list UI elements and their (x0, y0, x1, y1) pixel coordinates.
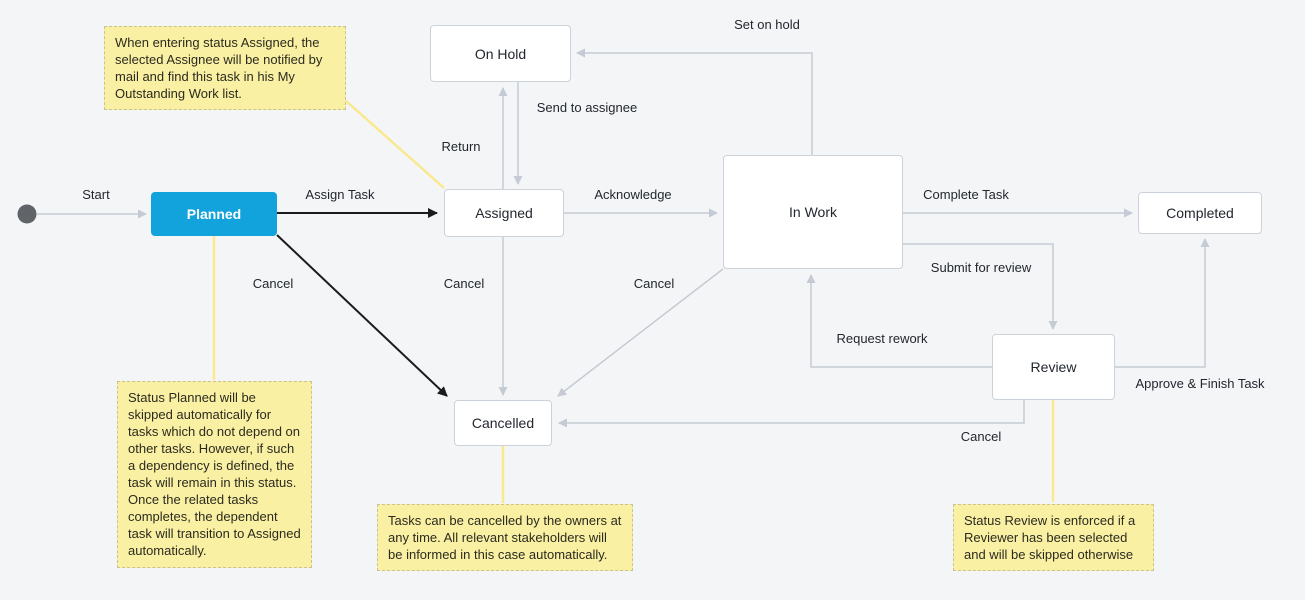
edge-approve-finish-task (1115, 238, 1210, 368)
note-cancelled[interactable]: Tasks can be cancelled by the owners at … (377, 504, 633, 571)
note-planned[interactable]: Status Planned will be skipped automatic… (117, 381, 312, 568)
edge-label-send-to-assignee: Send to assignee (536, 100, 638, 115)
node-review-label: Review (1030, 359, 1077, 375)
edge-set-on-hold (576, 48, 813, 155)
node-review[interactable]: Review (992, 334, 1115, 400)
edge-label-submit-for-review: Submit for review (930, 260, 1032, 275)
note-cancelled-text: Tasks can be cancelled by the owners at … (388, 513, 622, 562)
start-node[interactable] (17, 204, 37, 224)
node-planned[interactable]: Planned (151, 192, 277, 236)
leader-assigned-note (344, 99, 445, 189)
note-assigned-text: When entering status Assigned, the selec… (115, 35, 323, 101)
edge-label-cancel-from-in-work: Cancel (633, 276, 675, 291)
edge-label-complete-task: Complete Task (923, 187, 1009, 202)
edge-cancel-from-in-work (557, 268, 724, 397)
edge-label-set-on-hold: Set on hold (734, 17, 800, 32)
edge-label-start: Start (82, 187, 110, 202)
edge-label-return: Return (441, 139, 481, 154)
node-in-work[interactable]: In Work (723, 155, 903, 269)
note-review[interactable]: Status Review is enforced if a Reviewer … (953, 504, 1154, 571)
node-on-hold-label: On Hold (474, 45, 527, 62)
node-cancelled-label: Cancelled (471, 415, 535, 431)
node-assigned-label: Assigned (475, 205, 533, 221)
edge-submit-for-review (903, 243, 1058, 330)
edge-label-approve-finish-task: Approve & Finish Task (1135, 376, 1265, 391)
edge-cancel-from-review (558, 400, 1025, 428)
node-completed[interactable]: Completed (1138, 192, 1262, 234)
edge-label-cancel-from-assigned: Cancel (443, 276, 485, 291)
edge-label-cancel-from-review: Cancel (960, 429, 1002, 444)
node-completed-label: Completed (1166, 205, 1234, 221)
node-on-hold[interactable]: On Hold (430, 25, 571, 82)
edge-label-acknowledge: Acknowledge (594, 187, 672, 202)
edge-label-assign-task: Assign Task (305, 187, 375, 202)
node-planned-label: Planned (186, 206, 242, 222)
node-cancelled[interactable]: Cancelled (454, 400, 552, 446)
note-review-text: Status Review is enforced if a Reviewer … (964, 513, 1136, 562)
node-in-work-label: In Work (789, 204, 837, 220)
edge-label-cancel-from-planned: Cancel (252, 276, 294, 291)
edge-cancel-from-planned (276, 234, 448, 397)
edge-label-request-rework: Request rework (836, 331, 928, 346)
node-assigned[interactable]: Assigned (444, 189, 564, 237)
note-assigned[interactable]: When entering status Assigned, the selec… (104, 26, 346, 110)
note-planned-text: Status Planned will be skipped automatic… (128, 390, 301, 558)
edge-request-rework (806, 274, 992, 368)
